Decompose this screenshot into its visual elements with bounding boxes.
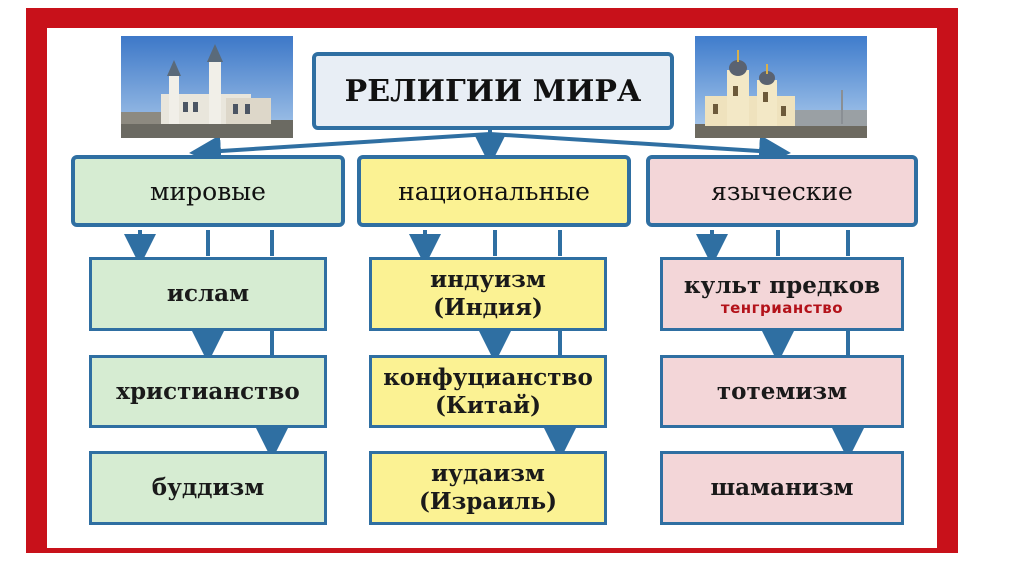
item-note: тенгрианство bbox=[721, 300, 843, 317]
church-photo bbox=[695, 36, 867, 138]
heading-pagan: языческие bbox=[646, 155, 918, 227]
item-pagan-3: шаманизм bbox=[660, 451, 904, 525]
item-label: христианство bbox=[116, 378, 299, 406]
item-pagan-1: культ предков тенгрианство bbox=[660, 257, 904, 331]
heading-national: национальные bbox=[357, 155, 631, 227]
item-label: конфуцианство bbox=[383, 364, 593, 392]
item-label: ислам bbox=[167, 280, 249, 308]
item-world-3: буддизм bbox=[89, 451, 327, 525]
item-pagan-2: тотемизм bbox=[660, 355, 904, 428]
item-world-1: ислам bbox=[89, 257, 327, 331]
diagram-title: РЕЛИГИИ МИРА bbox=[312, 52, 674, 130]
item-sublabel: (Китай) bbox=[435, 392, 541, 420]
item-world-2: христианство bbox=[89, 355, 327, 428]
item-label: буддизм bbox=[152, 474, 264, 502]
heading-world: мировые bbox=[71, 155, 345, 227]
item-national-1: индуизм (Индия) bbox=[369, 257, 607, 331]
item-label: индуизм bbox=[430, 266, 546, 294]
item-label: иудаизм bbox=[431, 460, 545, 488]
item-national-3: иудаизм (Израиль) bbox=[369, 451, 607, 525]
item-sublabel: (Израиль) bbox=[419, 488, 557, 516]
mosque-photo bbox=[121, 36, 293, 138]
item-label: культ предков bbox=[684, 272, 880, 300]
item-sublabel: (Индия) bbox=[433, 294, 543, 322]
item-national-2: конфуцианство (Китай) bbox=[369, 355, 607, 428]
item-label: шаманизм bbox=[710, 474, 853, 502]
item-label: тотемизм bbox=[717, 378, 847, 406]
